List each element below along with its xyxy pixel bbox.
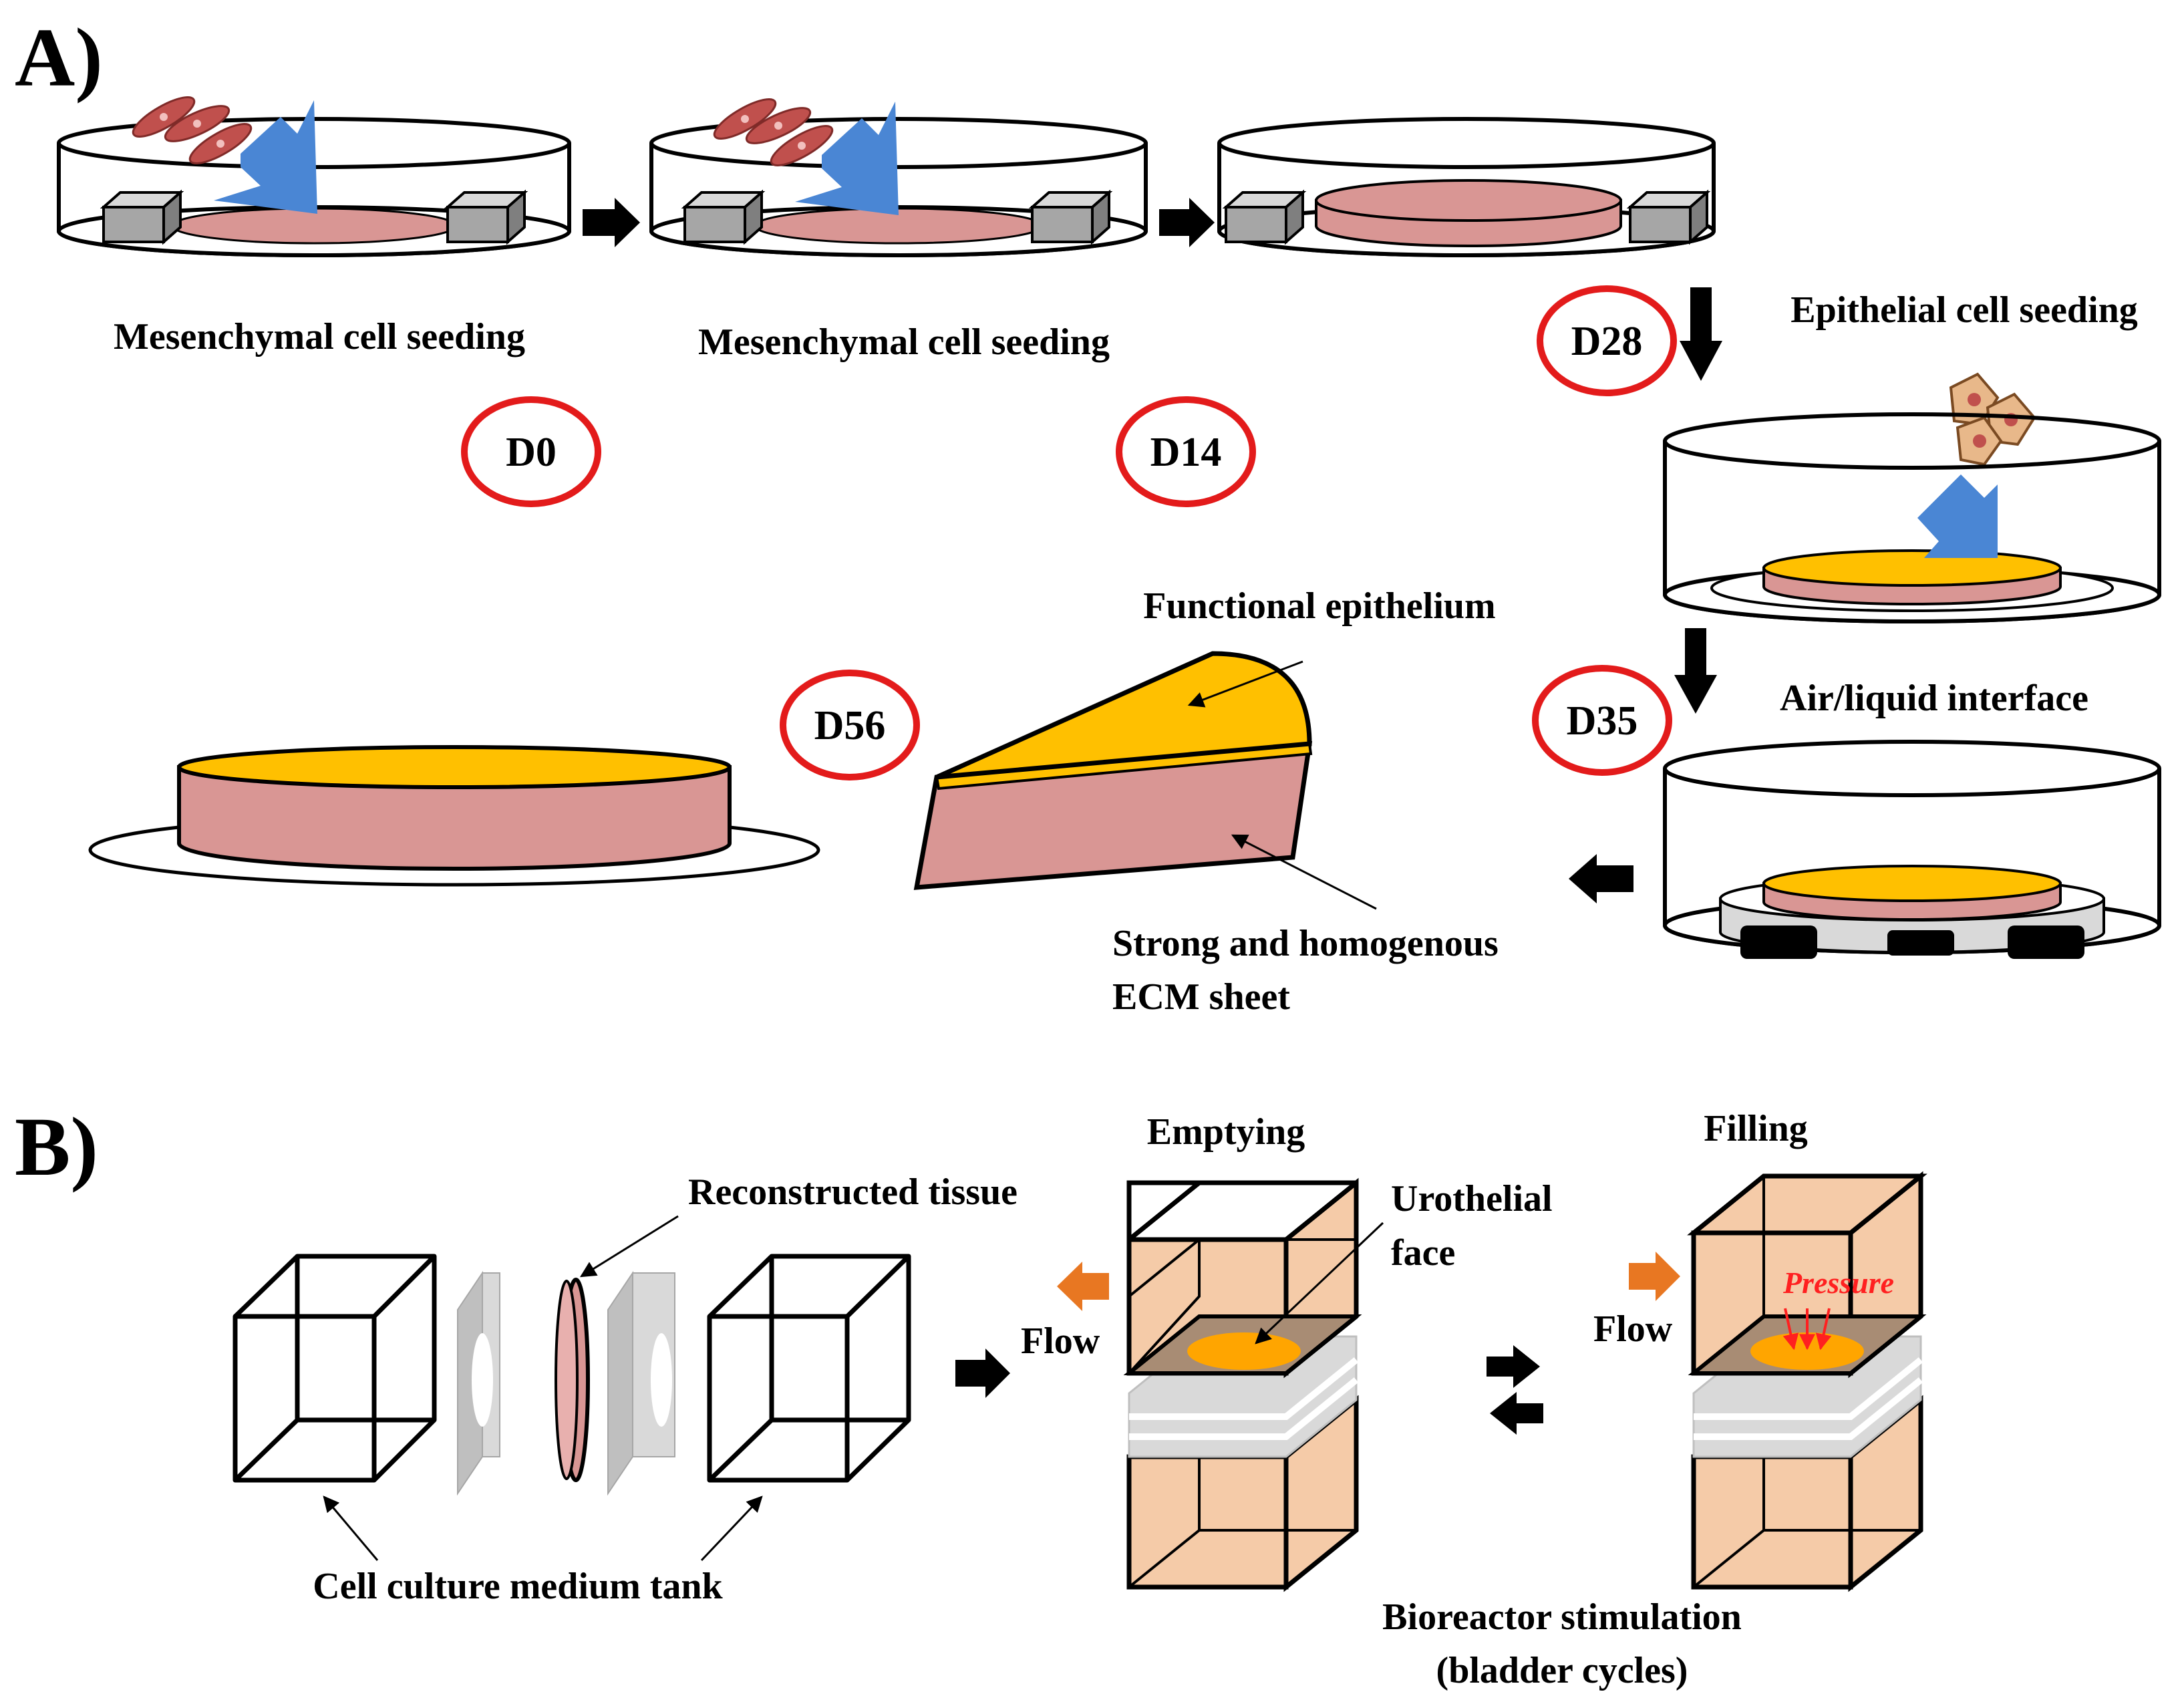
spacer-block-left xyxy=(100,189,184,245)
reconstructed-tissue-disc xyxy=(555,1278,590,1482)
svg-text:D0: D0 xyxy=(506,430,557,475)
down-arrow-d35-icon xyxy=(1674,628,1717,714)
support-foot xyxy=(2008,926,2084,959)
step2-label: Mesenchymal cell seeding xyxy=(698,321,1110,363)
flow-arrow-right-icon xyxy=(1629,1252,1680,1301)
tissue-disc xyxy=(1315,179,1622,247)
day-badge-d35: D35 xyxy=(1532,665,1672,776)
insert-plate-right xyxy=(607,1270,675,1496)
urothelial-face-label-line1: Urothelial xyxy=(1391,1178,1553,1220)
flow-label-right: Flow xyxy=(1593,1308,1673,1350)
ecm-sheet-label-line1: Strong and homogenous xyxy=(1112,923,1499,964)
emptying-label: Emptying xyxy=(1147,1111,1305,1153)
pointer-line xyxy=(323,1496,379,1561)
medium-tank-label: Cell culture medium tank xyxy=(313,1566,723,1607)
svg-text:D35: D35 xyxy=(1567,698,1638,744)
mesenchymal-cells-icon xyxy=(713,98,834,166)
urothelial-face-spot xyxy=(1750,1332,1864,1370)
step-arrow-1-icon xyxy=(583,198,640,247)
day-badge-d28: D28 xyxy=(1537,285,1677,396)
day-badge-d0: D0 xyxy=(461,396,601,507)
pressure-arrows-icon xyxy=(1782,1308,1832,1350)
petri-dish-step3 xyxy=(1217,117,1716,257)
panel-b-label: B) xyxy=(15,1101,98,1193)
culture-insert-dish xyxy=(1663,412,2161,623)
medium-tank-right xyxy=(707,1254,911,1483)
pointer-line xyxy=(700,1496,763,1562)
step-arrow-2-icon xyxy=(1159,198,1215,247)
final-tissue-construct xyxy=(88,745,820,887)
spacer-block-left xyxy=(681,189,766,245)
cycle-arrow-left-icon xyxy=(1490,1392,1543,1435)
urothelial-face-label-line2: face xyxy=(1391,1232,1455,1274)
bioreactor-label-line2: (bladder cycles) xyxy=(1436,1650,1688,1691)
insert-plate-left xyxy=(457,1270,500,1496)
step1-label: Mesenchymal cell seeding xyxy=(114,316,525,358)
air-liquid-label: Air/liquid interface xyxy=(1780,678,2088,719)
mesenchymal-cells-icon xyxy=(132,96,253,164)
tissue-layer xyxy=(754,207,1044,245)
spacer-block-right xyxy=(1028,189,1113,245)
cycle-arrow-right-icon xyxy=(1487,1345,1540,1388)
tissue-layer xyxy=(171,207,457,245)
ecm-sheet-label-line2: ECM sheet xyxy=(1112,976,1290,1018)
seeding-arrow-icon xyxy=(795,102,899,215)
tissue-wedge xyxy=(913,651,1313,890)
svg-text:D14: D14 xyxy=(1150,430,1222,475)
svg-text:D56: D56 xyxy=(814,703,886,748)
pointer-line xyxy=(1187,660,1303,708)
filling-label: Filling xyxy=(1704,1108,1808,1149)
day-badge-d14: D14 xyxy=(1116,396,1256,507)
svg-text:D28: D28 xyxy=(1571,319,1643,364)
day-badge-d56: D56 xyxy=(780,670,920,780)
pointer-line xyxy=(1231,834,1377,910)
epithelial-seeding-label: Epithelial cell seeding xyxy=(1790,289,2138,331)
air-liquid-dish xyxy=(1663,740,2161,959)
pressure-label: Pressure xyxy=(1782,1266,1894,1300)
seeding-arrow-icon xyxy=(1917,474,1998,558)
flow-label-left: Flow xyxy=(1021,1320,1100,1362)
pointer-line xyxy=(1255,1222,1384,1344)
pointer-line xyxy=(579,1215,679,1278)
left-arrow-icon xyxy=(1569,854,1633,903)
flow-arrow-left-icon xyxy=(1057,1262,1109,1311)
support-foot xyxy=(1740,926,1817,959)
reconstructed-tissue-label: Reconstructed tissue xyxy=(688,1171,1018,1213)
spacer-block-left xyxy=(1222,189,1307,245)
bioreactor-label-line1: Bioreactor stimulation xyxy=(1382,1596,1742,1638)
bioreactor-filling: Filling Pressure xyxy=(1687,1108,1927,1592)
step-arrow-b-icon xyxy=(955,1348,1010,1398)
panel-a-label: A) xyxy=(15,12,103,104)
epithelial-cells-icon xyxy=(1949,372,2036,466)
urothelial-face-spot xyxy=(1187,1332,1301,1370)
petri-dish-step1 xyxy=(57,96,571,257)
bioreactor-emptying: Emptying xyxy=(1123,1111,1362,1592)
spacer-block-right xyxy=(1626,189,1711,245)
functional-epithelium-label: Functional epithelium xyxy=(1143,585,1495,627)
down-arrow-d28-icon xyxy=(1680,287,1722,381)
support-foot xyxy=(1887,930,1954,956)
medium-tank-left xyxy=(232,1254,437,1483)
seeding-arrow-icon xyxy=(214,100,317,214)
petri-dish-step2 xyxy=(649,98,1148,257)
spacer-block-right xyxy=(444,189,528,245)
